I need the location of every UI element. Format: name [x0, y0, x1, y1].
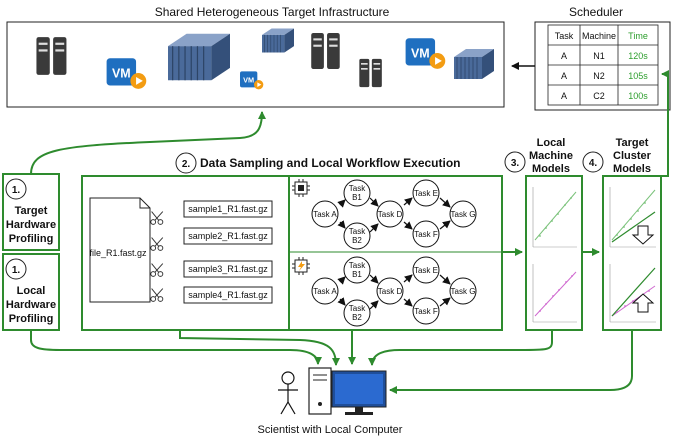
model-plot: [532, 264, 577, 323]
task-node-label: Task G: [451, 287, 476, 296]
step-label-line: Hardware: [6, 219, 56, 231]
task-node-label: Task E: [414, 189, 438, 198]
task-node-label: Task E: [414, 266, 438, 275]
task-node-label: Task: [349, 227, 366, 236]
computer-icon: [308, 367, 387, 415]
model-plot: [609, 187, 656, 248]
local-models-to-scientist-arrow: [368, 330, 553, 366]
scheduler-cell-time: 105s: [628, 71, 648, 81]
gpu-icon: [292, 257, 310, 275]
local-models-box: [525, 175, 583, 331]
arrow-down-icon: [631, 225, 655, 245]
step-number: 4.: [589, 158, 598, 169]
step-number: 1.: [12, 265, 21, 276]
scheduler-cell: N1: [593, 51, 605, 61]
person-icon: [278, 371, 298, 415]
scheduler-header-task: Task: [555, 31, 574, 41]
step-label-line: Models: [613, 163, 651, 175]
step-badge: [5, 258, 27, 280]
step-label-line: Local: [17, 285, 46, 297]
task-node-label: Task D: [378, 210, 403, 219]
step-label-line: Machine: [529, 150, 573, 162]
sampling-to-scientist-arrow: [179, 330, 340, 366]
step-number: 2.: [182, 159, 191, 170]
step-label-line: Local: [537, 137, 566, 149]
step-label-line: Profiling: [9, 313, 54, 325]
workflow-graph: [311, 179, 477, 250]
scheduler-cell: A: [561, 51, 567, 61]
rack-icon: [262, 28, 294, 53]
input-file-label: file_R1.fast.gz: [89, 248, 147, 258]
step-number: 1.: [12, 185, 21, 196]
scheduler-header-time: Time: [628, 31, 648, 41]
model-plot: [532, 187, 577, 248]
task-node-label: B1: [352, 270, 362, 279]
sample-files: [183, 200, 273, 304]
task-node-label: Task: [349, 261, 366, 270]
models-to-scheduler-arrow: [661, 70, 669, 177]
scheduler-cell: C2: [593, 91, 605, 101]
step-badge: [582, 151, 604, 173]
sample-file-label: sample1_R1.fast.gz: [188, 204, 268, 214]
sample-file-label: sample2_R1.fast.gz: [188, 231, 268, 241]
scheduler-cell-time: 100s: [628, 91, 648, 101]
step-label-line: Profiling: [9, 233, 54, 245]
step-label-line: Target: [616, 137, 649, 149]
step-badge: [175, 152, 197, 174]
task-node-label: B2: [352, 313, 362, 322]
task-node-label: Task A: [313, 287, 337, 296]
task-node-label: Task: [349, 184, 366, 193]
target-models-box: [602, 175, 662, 331]
task-node-label: B1: [352, 193, 362, 202]
step-label-line: Target: [15, 205, 48, 217]
scheduler-cell: N2: [593, 71, 605, 81]
sample-file-label: sample3_R1.fast.gz: [188, 264, 268, 274]
input-file-icon: [89, 197, 151, 303]
scheduler-cell: A: [561, 71, 567, 81]
task-node-label: Task F: [414, 230, 438, 239]
infra-title: Shared Heterogeneous Target Infrastructu…: [155, 5, 390, 19]
rack-icon: [454, 48, 494, 80]
task-node-label: Task A: [313, 210, 337, 219]
scheduler-box: [534, 21, 671, 111]
task-node-label: Task F: [414, 307, 438, 316]
step-label-line: Cluster: [613, 150, 652, 162]
workflow-graph: [311, 256, 477, 327]
step-badge: [504, 151, 526, 173]
scheduler-table: [547, 24, 659, 106]
profiling-to-scientist-arrow: [30, 330, 322, 365]
task-node-label: Task: [349, 304, 366, 313]
scheduler-cell-time: 120s: [628, 51, 648, 61]
step-label-line: Models: [532, 163, 570, 175]
step-number: 3.: [511, 158, 520, 169]
sample-file-label: sample4_R1.fast.gz: [188, 290, 268, 300]
task-node-label: Task D: [378, 287, 403, 296]
target-models-to-scientist-arrow: [389, 330, 633, 394]
scheduler-title: Scheduler: [569, 5, 623, 19]
step-label-line: Hardware: [6, 299, 56, 311]
step-badge: [5, 178, 27, 200]
task-node-label: Task G: [451, 210, 476, 219]
rack-icon: [168, 33, 230, 81]
task-node-label: B2: [352, 236, 362, 245]
scheduler-cell: A: [561, 91, 567, 101]
arrow-up-icon: [631, 293, 655, 313]
scientist-caption: Scientist with Local Computer: [258, 424, 403, 436]
profiling-to-infra-arrow: [30, 111, 266, 175]
model-plot: [609, 264, 656, 323]
scheduler-header-machine: Machine: [582, 31, 616, 41]
cpu-icon: [292, 179, 310, 197]
sampling-title: Data Sampling and Local Workflow Executi…: [200, 156, 460, 170]
